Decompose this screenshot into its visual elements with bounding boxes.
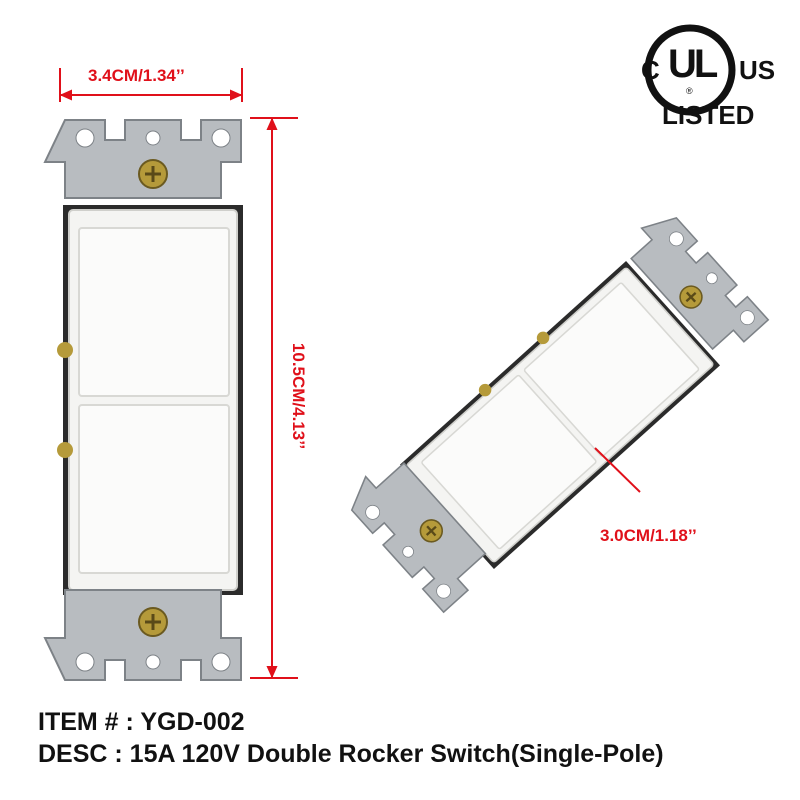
ul-listed-logo bbox=[644, 24, 736, 116]
depth-label: 3.0CM/1.18’’ bbox=[600, 526, 697, 545]
switch-front-view bbox=[43, 118, 245, 682]
ul-us-letters: US bbox=[739, 55, 776, 85]
depth-dimension-line bbox=[594, 447, 641, 493]
width-dimension-line bbox=[59, 68, 243, 102]
ul-c-letter: C bbox=[641, 55, 660, 85]
height-dimension-line bbox=[250, 117, 298, 679]
switch-angled-view bbox=[340, 205, 771, 615]
item-number: ITEM # : YGD-002 bbox=[38, 708, 245, 736]
ul-mark: UL bbox=[668, 42, 718, 86]
ul-listed-text: LISTED bbox=[662, 100, 755, 130]
width-label: 3.4CM/1.34’’ bbox=[88, 66, 185, 85]
product-description: DESC : 15A 120V Double Rocker Switch(Sin… bbox=[38, 740, 664, 768]
height-label: 10.5CM/4.13’’ bbox=[289, 342, 308, 450]
ul-registered: ® bbox=[686, 86, 693, 96]
